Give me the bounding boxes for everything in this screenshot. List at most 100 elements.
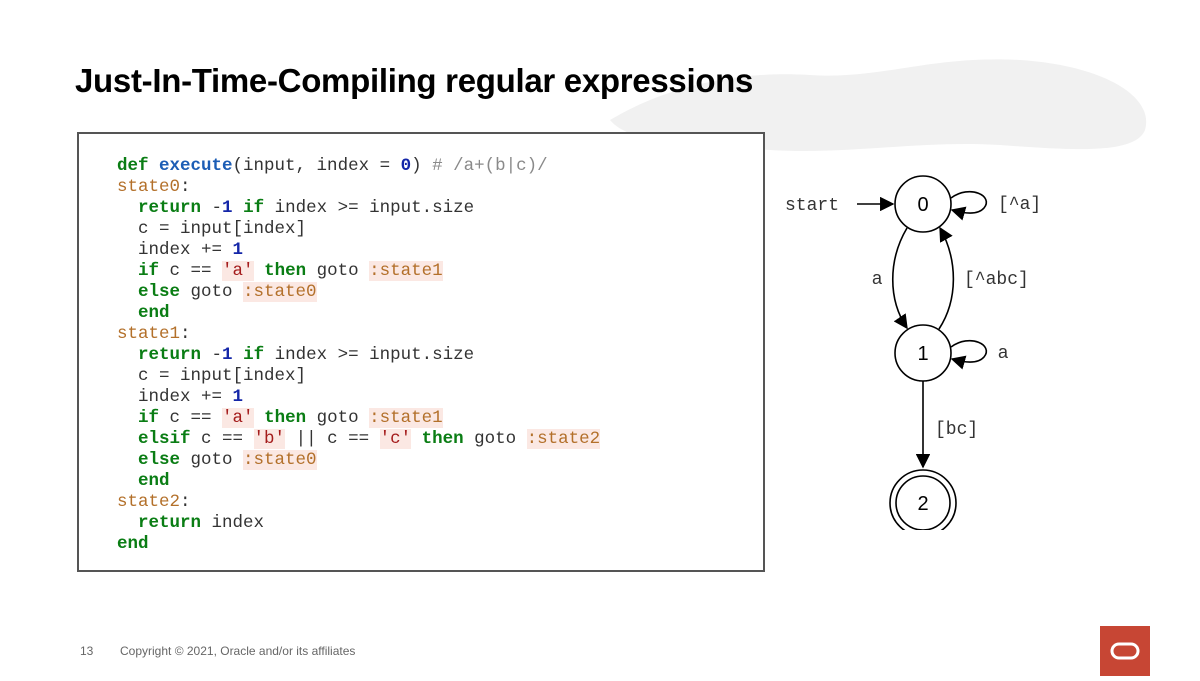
code-token — [117, 282, 138, 302]
code-line: else goto :state0 — [117, 450, 600, 471]
transition-label-0-0: [^a] — [998, 195, 1041, 215]
code-line: state1: — [117, 324, 600, 345]
code-token — [117, 429, 138, 449]
code-token: return — [138, 513, 202, 533]
code-token: end — [117, 534, 149, 554]
code-line: return index — [117, 513, 600, 534]
code-token: # /a+(b|c)/ — [432, 156, 548, 176]
code-token: state1 — [117, 324, 181, 344]
code-block: def execute(input, index = 0) # /a+(b|c)… — [117, 156, 601, 555]
code-token: :state1 — [369, 408, 443, 428]
code-line: state2: — [117, 492, 600, 513]
code-line: return -1 if index >= input.size — [117, 345, 600, 366]
code-token: c = input[index] — [117, 366, 307, 386]
code-token: 0 — [400, 156, 412, 176]
code-token: index >= input.size — [264, 345, 475, 365]
transition-label-0-1: a — [872, 268, 883, 288]
code-line: index += 1 — [117, 387, 600, 408]
code-token: end — [138, 471, 170, 491]
code-token: def — [117, 156, 149, 176]
code-line: if c == 'a' then goto :state1 — [117, 261, 600, 282]
code-token: if — [138, 408, 160, 428]
code-token: end — [138, 303, 170, 323]
code-token: goto — [180, 450, 244, 470]
code-token: goto — [180, 282, 244, 302]
code-token — [117, 198, 138, 218]
code-token: elsif — [138, 429, 191, 449]
code-token: 1 — [222, 345, 233, 365]
code-token: :state0 — [243, 450, 317, 470]
code-token — [149, 156, 160, 176]
state-node-0 — [894, 175, 952, 233]
code-line: state0: — [117, 177, 600, 198]
code-token: c == — [190, 429, 254, 449]
code-token — [117, 345, 138, 365]
transition-label-1-0: [^abc] — [964, 270, 1029, 290]
code-token: index += — [117, 240, 233, 260]
code-token: :state2 — [526, 429, 601, 449]
code-token: state0 — [117, 177, 181, 197]
code-token: 1 — [232, 387, 244, 407]
page-number: 13 — [80, 644, 94, 658]
code-token: 'a' — [222, 261, 254, 281]
code-line: index += 1 — [117, 240, 600, 261]
code-token: : — [180, 492, 191, 512]
code-line: c = input[index] — [117, 219, 600, 240]
code-token: execute — [159, 156, 233, 176]
code-token: 'b' — [253, 429, 286, 449]
code-token: 1 — [222, 198, 233, 218]
state-node-2 — [895, 475, 951, 530]
code-token: return — [138, 198, 202, 218]
code-token: : — [180, 324, 191, 344]
code-token — [117, 303, 138, 323]
self-loop-1 — [950, 339, 987, 370]
code-token: c == — [159, 408, 223, 428]
code-token — [117, 450, 138, 470]
code-line: c = input[index] — [117, 366, 600, 387]
code-token: if — [138, 261, 160, 281]
oracle-logo-icon — [1100, 626, 1150, 676]
code-token: - — [201, 198, 223, 218]
code-line: def execute(input, index = 0) # /a+(b|c)… — [117, 156, 600, 177]
code-token: if — [243, 345, 265, 365]
code-token: return — [138, 345, 202, 365]
code-token: goto — [306, 408, 370, 428]
code-token: 'c' — [379, 429, 412, 449]
code-token: 'a' — [222, 408, 254, 428]
code-token: if — [243, 198, 265, 218]
code-token: 1 — [232, 240, 244, 260]
code-token — [117, 513, 138, 533]
copyright-text: Copyright © 2021, Oracle and/or its affi… — [120, 644, 356, 658]
code-token: goto — [306, 261, 370, 281]
code-line: if c == 'a' then goto :state1 — [117, 408, 600, 429]
code-token: c == — [159, 261, 223, 281]
code-token — [117, 408, 138, 428]
edge-1-0 — [938, 226, 955, 330]
code-token: index >= input.size — [264, 198, 475, 218]
code-token: state2 — [117, 492, 181, 512]
state-label-2: 2 — [917, 493, 928, 515]
code-line: else goto :state0 — [117, 282, 600, 303]
code-token: then — [421, 429, 464, 449]
code-line: end — [117, 303, 600, 324]
code-line: end — [117, 471, 600, 492]
code-token: : — [180, 177, 191, 197]
self-loop-0 — [950, 190, 987, 221]
code-token: else — [138, 450, 181, 470]
code-token: || c == — [285, 429, 380, 449]
code-token — [411, 429, 422, 449]
code-token: :state0 — [243, 282, 317, 302]
transition-label-1-2: [bc] — [935, 420, 978, 440]
code-token: ) — [411, 156, 433, 176]
code-token: index += — [117, 387, 233, 407]
code-token: then — [264, 261, 307, 281]
code-token: else — [138, 282, 181, 302]
state-machine-diagram: start 0 [^a] 1 a a [^abc] [bc] 2 — [785, 175, 1041, 530]
state-label-0: 0 — [917, 194, 928, 216]
code-token: goto — [463, 429, 527, 449]
code-token: :state1 — [369, 261, 443, 281]
edge-0-1 — [892, 227, 908, 330]
code-token: then — [264, 408, 307, 428]
code-panel: def execute(input, index = 0) # /a+(b|c)… — [77, 132, 765, 572]
code-token — [254, 261, 265, 281]
